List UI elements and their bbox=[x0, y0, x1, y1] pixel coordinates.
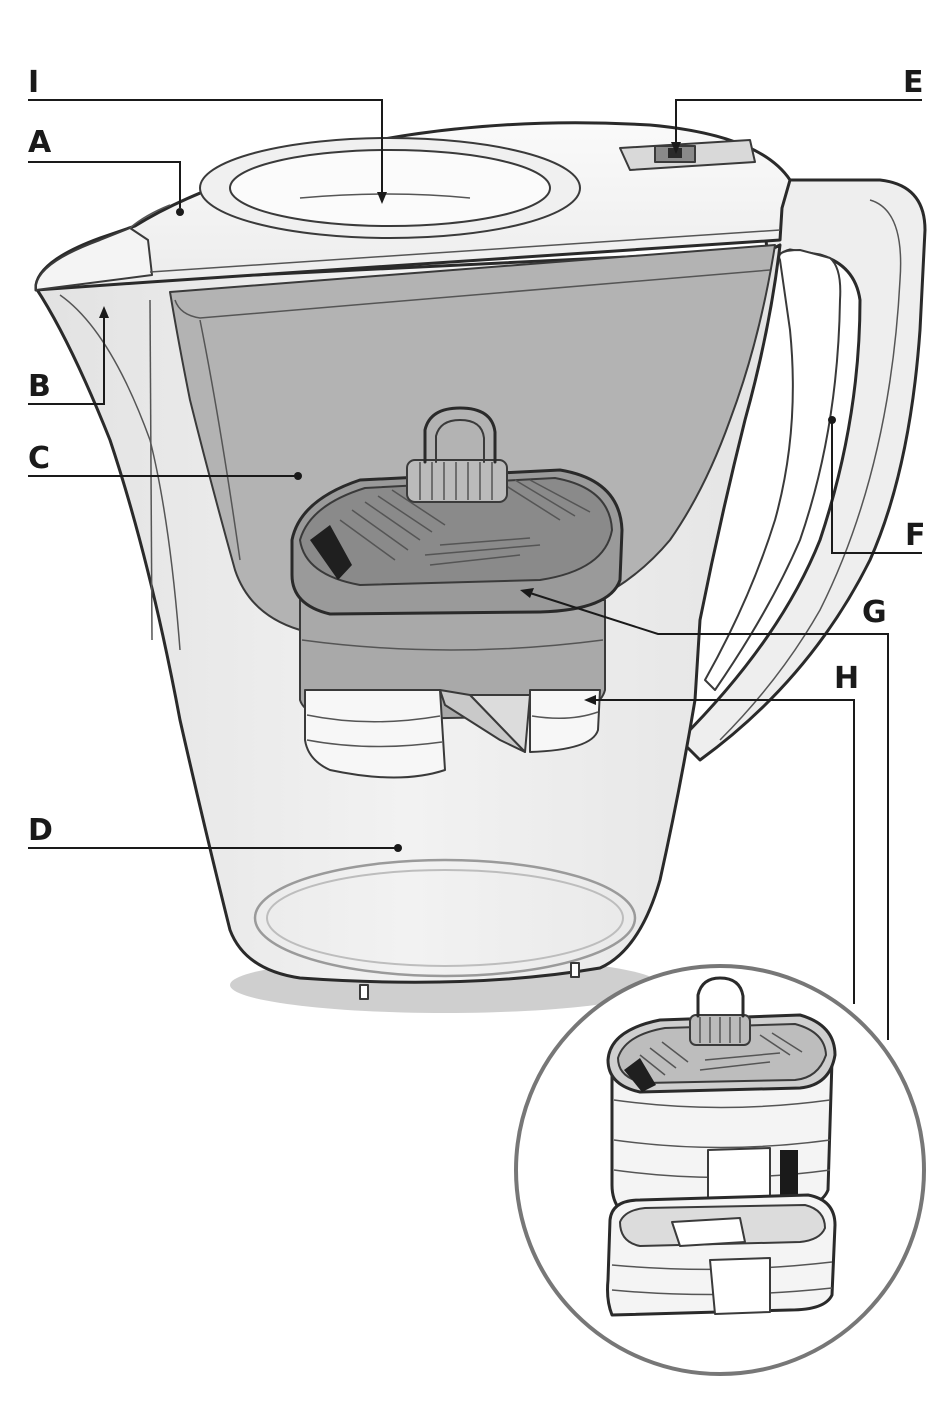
label-e: E bbox=[903, 65, 924, 100]
label-h: H bbox=[834, 661, 859, 696]
label-a: A bbox=[28, 125, 52, 160]
label-f: F bbox=[905, 518, 926, 553]
label-i: I bbox=[28, 65, 39, 100]
label-c: C bbox=[28, 441, 50, 476]
detail-inset bbox=[516, 966, 924, 1374]
label-d: D bbox=[28, 813, 53, 848]
label-b: B bbox=[28, 369, 51, 404]
label-g: G bbox=[862, 595, 887, 630]
